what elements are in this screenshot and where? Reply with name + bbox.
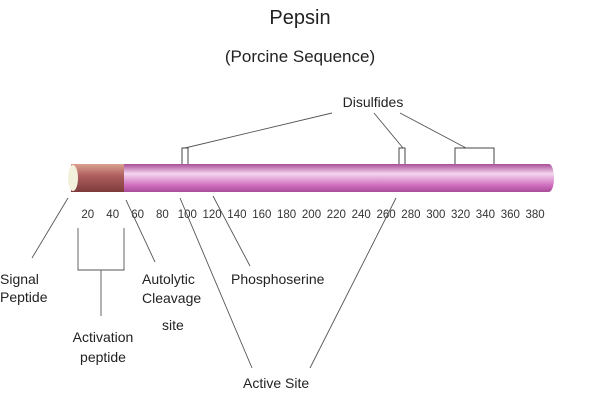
page-subtitle: (Porcine Sequence) bbox=[225, 47, 375, 66]
axis-tick-label: 280 bbox=[401, 209, 420, 221]
disulfide-connector-3 bbox=[399, 112, 467, 149]
axis-tick-label: 80 bbox=[156, 209, 169, 221]
axis-tick-label: 120 bbox=[203, 209, 222, 221]
axis-tick-label: 320 bbox=[451, 209, 470, 221]
activation-peptide-label-line-1: Activation bbox=[73, 329, 134, 345]
disulfide-connector-2 bbox=[373, 112, 404, 149]
autolytic-label-line-1: Autolytic bbox=[142, 271, 195, 287]
signal-peptide-segment bbox=[68, 165, 78, 191]
phosphoserine-label: Phosphoserine bbox=[231, 271, 325, 287]
autolytic-label-line-2: Cleavage bbox=[142, 290, 201, 306]
signal-peptide-label-line-1: Signal bbox=[0, 271, 39, 287]
activation-peptide-segment bbox=[71, 164, 124, 192]
disulfide-bracket-2 bbox=[398, 147, 406, 164]
axis-tick-label: 240 bbox=[352, 209, 371, 221]
autolytic-cleavage-connector bbox=[125, 199, 156, 263]
signal-peptide-label-line-2: Peptide bbox=[0, 289, 48, 305]
phosphoserine-connector bbox=[212, 195, 251, 267]
mature-pepsin-segment bbox=[70, 164, 554, 192]
axis-tick-label: 380 bbox=[526, 209, 545, 221]
axis-tick-label: 300 bbox=[426, 209, 445, 221]
axis-tick-label: 220 bbox=[327, 209, 346, 221]
axis-tick-label: 360 bbox=[501, 209, 520, 221]
axis-tick-label: 260 bbox=[377, 209, 396, 221]
activation-peptide-label-line-2: peptide bbox=[80, 349, 126, 365]
disulfide-bracket-3 bbox=[454, 147, 495, 164]
disulfide-bracket-1 bbox=[181, 147, 189, 164]
active-site-connector-1 bbox=[179, 197, 253, 369]
axis-tick-label: 200 bbox=[302, 209, 321, 221]
active-site-connector-2 bbox=[309, 197, 397, 369]
disulfide-connector-1 bbox=[184, 112, 333, 149]
axis-tick-label: 160 bbox=[252, 209, 271, 221]
activation-peptide-bracket bbox=[77, 228, 125, 271]
page-title: Pepsin bbox=[269, 7, 330, 29]
axis-tick-label: 340 bbox=[476, 209, 495, 221]
active-site-label: Active Site bbox=[243, 375, 309, 391]
axis-tick-label: 40 bbox=[106, 209, 119, 221]
axis-tick-label: 20 bbox=[81, 209, 94, 221]
signal-peptide-connector bbox=[31, 197, 69, 259]
autolytic-label-line-3: site bbox=[162, 317, 184, 333]
protein-bar bbox=[68, 164, 554, 192]
axis-tick-label: 180 bbox=[277, 209, 296, 221]
axis-tick-label: 140 bbox=[227, 209, 246, 221]
disulfides-label: Disulfides bbox=[343, 94, 404, 110]
